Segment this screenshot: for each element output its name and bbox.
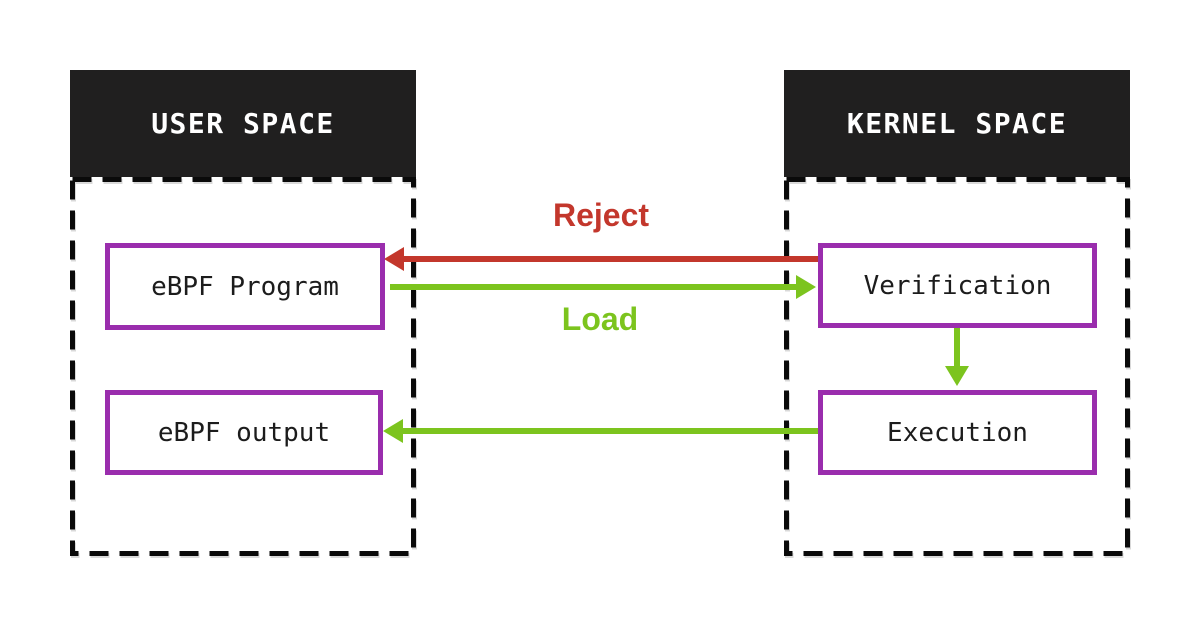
reject-arrow-line [402, 256, 818, 262]
user-space-title: USER SPACE [151, 107, 335, 140]
user-space-dashed-border [70, 177, 416, 556]
reject-label: Reject [552, 197, 650, 233]
verification-to-execution-arrow-line [954, 328, 960, 368]
load-arrow-line [390, 284, 798, 290]
node-execution-label: Execution [887, 417, 1028, 448]
reject-arrow-head [384, 247, 404, 271]
execution-to-output-arrow-line [402, 428, 818, 434]
user-space-panel: USER SPACE [70, 70, 416, 556]
kernel-space-title: KERNEL SPACE [846, 107, 1068, 140]
node-verification-label: Verification [863, 270, 1052, 301]
node-ebpf-output-label: eBPF output [157, 417, 331, 448]
node-execution: Execution [818, 390, 1097, 475]
node-ebpf-output: eBPF output [105, 390, 383, 475]
node-ebpf-program: eBPF Program [105, 243, 385, 330]
load-label: Load [561, 301, 639, 337]
execution-to-output-arrow-head [383, 419, 403, 443]
load-arrow-head [796, 275, 816, 299]
kernel-space-panel: KERNEL SPACE [784, 70, 1130, 556]
kernel-space-body [784, 177, 1130, 556]
kernel-space-header: KERNEL SPACE [784, 70, 1130, 177]
node-verification: Verification [818, 243, 1097, 328]
user-space-body [70, 177, 416, 556]
node-ebpf-program-label: eBPF Program [151, 271, 339, 302]
verification-to-execution-arrow-head [945, 366, 969, 386]
user-space-header: USER SPACE [70, 70, 416, 177]
kernel-space-dashed-border [784, 177, 1130, 556]
